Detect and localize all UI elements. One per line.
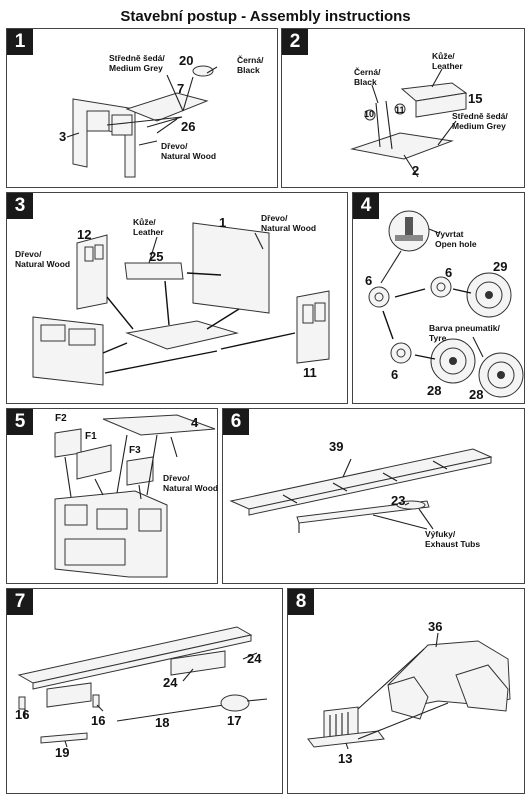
step-4-part-6-a: 6	[365, 273, 373, 288]
step-4-panel: 4 Vyvrtat Open hole 6 6 29 Barva p	[352, 192, 525, 404]
step-5-part-4: 4	[191, 415, 199, 430]
step-3-label-leather: Kůže/ Leather	[133, 217, 164, 237]
step-7-part-16-b: 16	[91, 713, 106, 728]
step-2-part-10: 10	[364, 109, 375, 119]
step-2-drawing	[350, 68, 468, 178]
step-1-part-20: 20	[179, 53, 194, 68]
step-1-number: 1	[7, 29, 33, 55]
step-4-part-28-b: 28	[469, 387, 484, 402]
step-7-part-24-b: 24	[163, 675, 178, 690]
step-8-number: 8	[288, 589, 314, 615]
step-2-number: 2	[282, 29, 308, 55]
step-1-part-26: 26	[181, 119, 196, 134]
step-4-label-tyre: Barva pneumatik/ Tyre	[429, 323, 500, 343]
step-2-part-15: 15	[468, 91, 483, 106]
step-7-part-16-a: 16	[15, 707, 30, 722]
step-4-part-6-b: 6	[445, 265, 453, 280]
step-3-part-12: 12	[77, 227, 92, 242]
step-1-label-grey: Středně šedá/ Medium Grey	[109, 53, 165, 73]
step-4-part-28-a: 28	[427, 383, 442, 398]
step-6-part-23: 23	[391, 493, 406, 508]
step-4-label-open-hole: Vyvrtat Open hole	[435, 229, 477, 249]
step-4-drawing	[368, 210, 524, 398]
step-5-label-wood: Dřevo/ Natural Wood	[163, 473, 219, 493]
step-5-number: 5	[7, 409, 33, 435]
step-4-number: 4	[353, 193, 379, 219]
step-5-part-f1: F1	[85, 431, 97, 442]
step-3-label-wood-right: Dřevo/ Natural Wood	[261, 213, 317, 233]
page-title: Stavební postup - Assembly instructions	[120, 8, 411, 25]
step-2-label-leather: Kůže/ Leather	[432, 51, 463, 71]
step-7-part-17: 17	[227, 713, 242, 728]
step-8-drawing	[307, 632, 511, 750]
step-7-part-19: 19	[55, 745, 70, 760]
step-6-label-exhaust: Výfuky/ Exhaust Tubs	[425, 529, 481, 549]
step-2-part-11: 11	[395, 105, 405, 115]
step-6-drawing	[229, 448, 493, 533]
step-7-panel: 7 24 24 16 16 18 17 19	[6, 588, 283, 794]
step-3-part-25: 25	[149, 249, 164, 264]
step-7-drawing	[17, 626, 268, 748]
step-5-part-f2: F2	[55, 413, 67, 424]
step-5-panel: 5 F2 F1 F3 4 Dřevo/ Natural Wood	[6, 408, 218, 584]
step-8-part-36: 36	[428, 619, 443, 634]
step-5-part-f3: F3	[129, 445, 141, 456]
step-1-label-black: Černá/ Black	[237, 55, 264, 75]
step-4-part-29: 29	[493, 259, 508, 274]
step-2-label-black: Černá/ Black	[354, 67, 381, 87]
step-3-drawing	[32, 222, 330, 386]
step-2-panel: 2 Černá/ Black Kůže/ Leather 15 10 11 St…	[281, 28, 525, 188]
step-7-part-18: 18	[155, 715, 170, 730]
step-2-part-2: 2	[412, 163, 420, 178]
step-8-panel: 8 36 13	[287, 588, 525, 794]
step-6-part-39: 39	[329, 439, 344, 454]
step-3-label-wood-left: Dřevo/ Natural Wood	[15, 249, 71, 269]
step-1-part-3: 3	[59, 129, 67, 144]
step-3-number: 3	[7, 193, 33, 219]
step-6-panel: 6 39 23 Výfuky/ Exhaust Tubs	[222, 408, 525, 584]
step-1-part-7: 7	[177, 81, 185, 96]
step-2-label-grey: Středně šedá/ Medium Grey	[452, 111, 508, 131]
step-3-part-1: 1	[219, 215, 227, 230]
step-1-panel: 1 Středně šedá/ Medium Grey 20 Černá/ Bl…	[6, 28, 278, 188]
step-3-part-11: 11	[303, 365, 317, 380]
step-7-part-24-a: 24	[247, 651, 262, 666]
step-6-number: 6	[223, 409, 249, 435]
step-4-part-6-c: 6	[391, 367, 399, 382]
step-1-label-wood: Dřevo/ Natural Wood	[161, 141, 217, 161]
step-1-drawing	[66, 65, 218, 178]
step-8-part-13: 13	[338, 751, 353, 766]
step-3-panel: 3 12 Dřevo/ Natural Wood Kůže/ Leather 2…	[6, 192, 348, 404]
step-7-number: 7	[7, 589, 33, 615]
step-5-drawing	[54, 414, 216, 578]
